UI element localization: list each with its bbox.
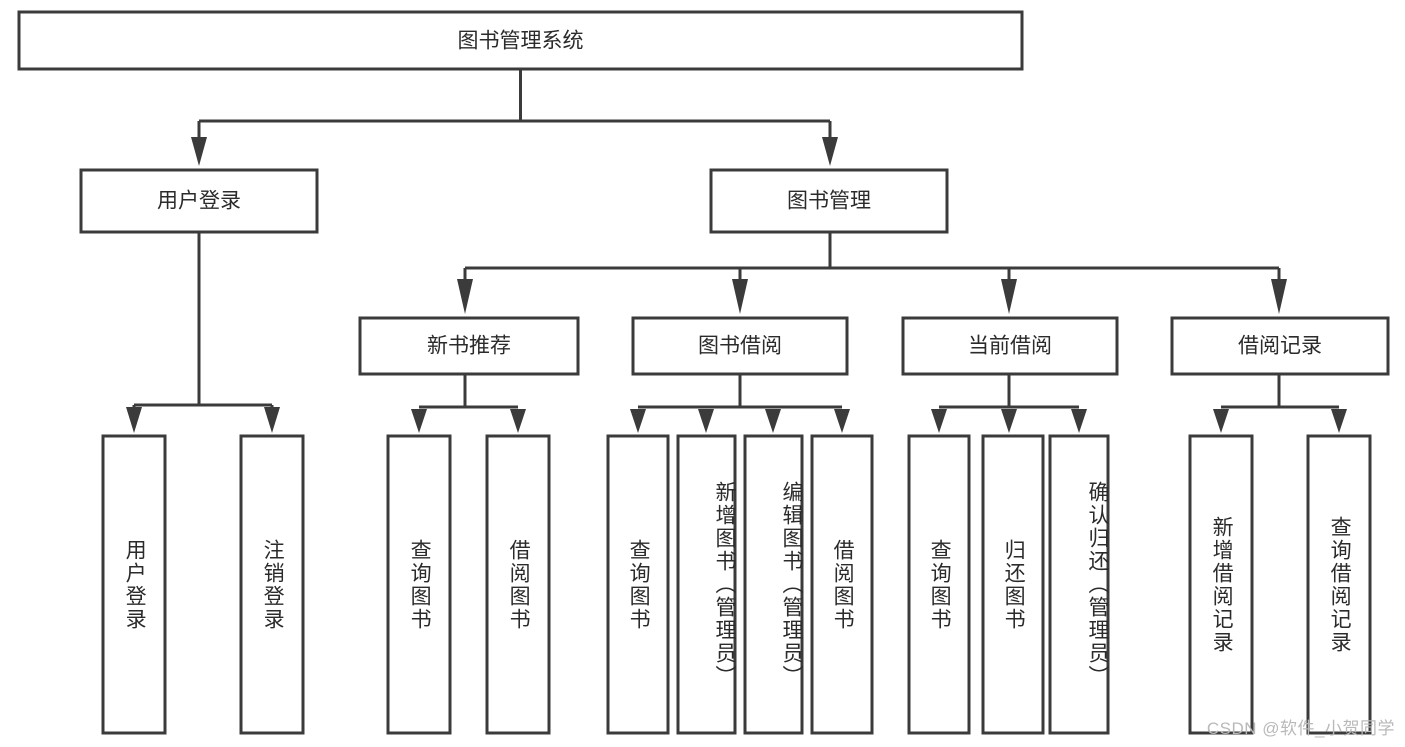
node-new-book-rec-label: 新书推荐: [427, 335, 511, 358]
node-current-borrow-box[interactable]: [901, 316, 1119, 376]
arrow-head-leaf-add-record: [1213, 409, 1229, 433]
arrow-head-leaf-confirm-return: [1071, 409, 1087, 433]
node-leaf-query-book-2-box[interactable]: [606, 434, 670, 735]
node-root-box[interactable]: [17, 10, 1024, 71]
node-new-book-rec-box[interactable]: [358, 316, 580, 376]
arrow-head-leaf-query-record: [1331, 409, 1347, 433]
arrow-head-leaf-user-login: [126, 407, 142, 433]
node-borrow-record-box[interactable]: [1170, 316, 1390, 376]
arrow-head-leaf-borrow-book-1: [510, 409, 526, 433]
node-leaf-logout-box[interactable]: [239, 434, 305, 735]
node-current-borrow[interactable]: 当前借阅: [901, 316, 1119, 376]
arrow-head-leaf-add-book: [698, 409, 714, 433]
connector-group-book-borrow: [630, 374, 850, 433]
connector-group-borrow-record: [1213, 374, 1347, 433]
node-leaf-borrow-book-2-box[interactable]: [810, 434, 874, 735]
arrow-head-new-book-rec: [457, 279, 473, 314]
node-book-borrow-box[interactable]: [631, 316, 849, 376]
node-leaf-return-book-box[interactable]: [981, 434, 1045, 735]
node-leaf-query-book-3-box[interactable]: [907, 434, 971, 735]
node-borrow-record-label: 借阅记录: [1238, 335, 1322, 358]
node-root[interactable]: 图书管理系统: [17, 10, 1024, 71]
connector-group-current-borrow: [931, 374, 1087, 433]
node-root-label: 图书管理系统: [458, 30, 584, 53]
arrow-head-leaf-query-book-1: [411, 409, 427, 433]
node-leaf-query-record-box[interactable]: [1306, 434, 1372, 735]
arrow-head-book-borrow: [732, 279, 748, 314]
node-user-login-label: 用户登录: [157, 190, 241, 213]
node-leaf-query-book-1-box[interactable]: [386, 434, 452, 735]
node-borrow-record[interactable]: 借阅记录: [1170, 316, 1390, 376]
node-leaf-edit-book-box[interactable]: [743, 434, 804, 735]
node-leaf-add-book-box[interactable]: [676, 434, 737, 735]
node-leaf-confirm-return-box[interactable]: [1048, 434, 1110, 735]
connector-group-new-book-rec: [411, 374, 526, 433]
arrow-head-leaf-query-book-3: [931, 409, 947, 433]
connector-group-book-manage: [457, 232, 1287, 314]
arrow-head-leaf-logout: [264, 407, 280, 433]
connector-group-root: [191, 69, 838, 166]
arrow-head-leaf-borrow-book-2: [834, 409, 850, 433]
node-user-login-box[interactable]: [79, 168, 319, 234]
node-book-borrow-label: 图书借阅: [698, 335, 782, 358]
arrow-head-borrow-record: [1271, 279, 1287, 314]
arrow-head-current-borrow: [1001, 279, 1017, 314]
connector-group-user-login: [126, 232, 280, 433]
arrow-head-user-login: [191, 137, 207, 166]
node-current-borrow-label: 当前借阅: [968, 335, 1052, 358]
node-user-login[interactable]: 用户登录: [79, 168, 319, 234]
node-leaf-user-login-box[interactable]: [101, 434, 167, 735]
node-new-book-rec[interactable]: 新书推荐: [358, 316, 580, 376]
node-book-borrow[interactable]: 图书借阅: [631, 316, 849, 376]
arrow-head-leaf-edit-book: [765, 409, 781, 433]
node-leaf-borrow-book-1-box[interactable]: [485, 434, 551, 735]
node-book-manage[interactable]: 图书管理: [709, 168, 949, 234]
arrow-head-leaf-return-book: [1001, 409, 1017, 433]
arrow-head-book-manage: [822, 137, 838, 166]
csdn-watermark: CSDN @软件_小贺同学: [1206, 719, 1395, 738]
node-leaf-add-record-box[interactable]: [1188, 434, 1254, 735]
arrow-head-leaf-query-book-2: [630, 409, 646, 433]
node-book-manage-box[interactable]: [709, 168, 949, 234]
node-book-manage-label: 图书管理: [787, 190, 871, 213]
